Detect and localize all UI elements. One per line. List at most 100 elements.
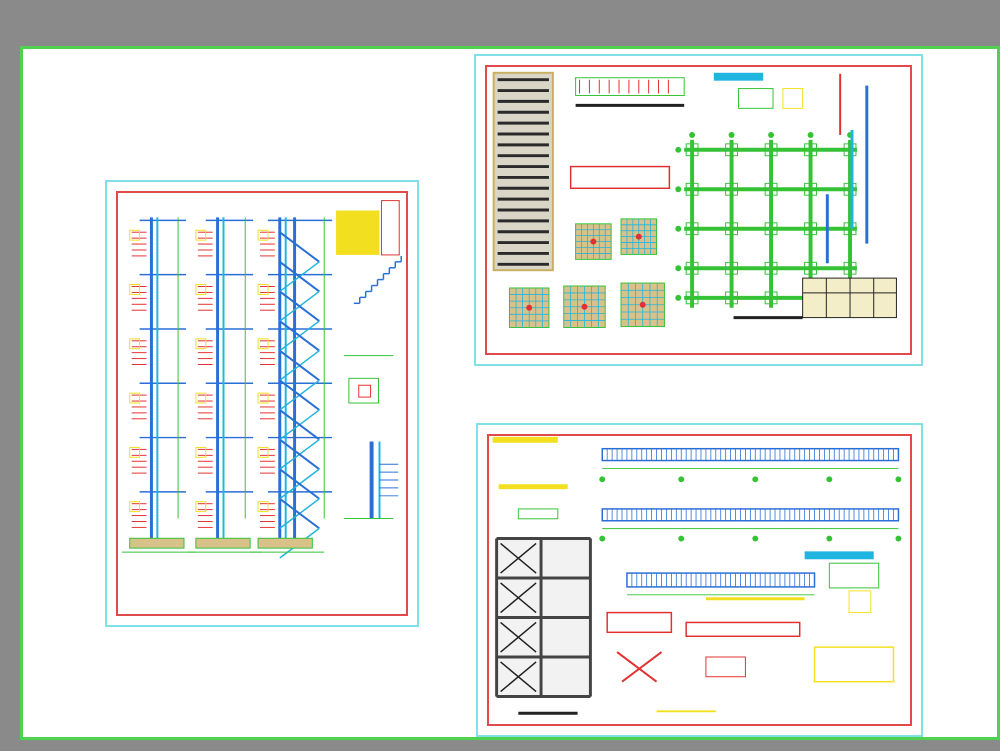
column-mark — [526, 304, 533, 311]
column-footing — [843, 143, 857, 157]
label-bar — [492, 436, 558, 443]
rebar-bend — [616, 651, 658, 683]
column-footing — [764, 261, 778, 275]
axis-bubble — [895, 535, 902, 542]
stair-rebar — [279, 261, 320, 293]
label-bar — [804, 551, 874, 560]
column-footing — [764, 291, 778, 305]
sheet-2-frame — [485, 65, 912, 355]
axis-bubble — [678, 476, 685, 483]
sheet-1-drawing — [121, 200, 402, 559]
column-footing — [804, 182, 817, 196]
drawing-sheet-1[interactable] — [105, 180, 419, 627]
column-section — [129, 446, 141, 458]
column-footing — [764, 143, 778, 157]
stair-rebar — [279, 290, 320, 322]
column-footing — [804, 222, 817, 236]
slab-section — [685, 621, 801, 638]
column-mark — [590, 238, 597, 245]
section-detail — [828, 562, 880, 589]
slab-diagonal — [500, 621, 537, 653]
section-detail — [737, 88, 774, 109]
section-detail — [517, 508, 559, 520]
column-section — [195, 284, 207, 295]
column-section — [257, 284, 269, 295]
drawing-sheet-3[interactable] — [476, 423, 923, 737]
axis-bubble — [768, 132, 775, 138]
column-footing — [804, 143, 817, 157]
drawing-paper — [20, 46, 1000, 740]
grade-beam-detail — [569, 165, 671, 190]
axis-bubble — [675, 265, 682, 272]
slab-diagonal — [500, 582, 537, 614]
column-section — [195, 338, 207, 350]
axis-bubble — [826, 535, 833, 542]
detail-box — [705, 656, 746, 678]
column-mark — [639, 301, 646, 308]
column-footing — [843, 261, 857, 275]
column-footing — [725, 182, 738, 196]
column-section — [257, 229, 269, 241]
axis-bubble — [728, 132, 735, 138]
stair-rebar — [279, 497, 320, 530]
axis-bubble — [678, 535, 685, 542]
column-section — [257, 392, 269, 404]
sheet-3-drawing — [492, 436, 902, 715]
column-section — [129, 501, 141, 513]
footing — [129, 537, 185, 549]
column-section — [257, 338, 269, 350]
stair-rebar — [279, 379, 320, 411]
column-footing — [725, 291, 738, 305]
drawing-sheet-2[interactable] — [474, 54, 923, 366]
stair-rebar — [279, 468, 320, 500]
sheet-2-drawing — [492, 71, 897, 328]
axis-bubble — [826, 476, 833, 483]
stair-rebar — [279, 409, 320, 441]
column-footing — [725, 261, 738, 275]
column-footing — [764, 222, 778, 236]
section-detail — [782, 88, 804, 109]
axis-bubble — [752, 476, 759, 483]
beam-elevation — [575, 77, 685, 96]
column-footing — [685, 261, 699, 275]
column-footing — [685, 222, 699, 236]
column-section — [195, 446, 207, 458]
column-footing — [725, 222, 738, 236]
column-footing — [804, 261, 817, 275]
column-section — [257, 501, 269, 513]
axis-bubble — [675, 186, 682, 193]
foundation-detail — [348, 377, 379, 404]
slab-diagonal — [500, 542, 537, 574]
axis-bubble — [807, 132, 814, 138]
axis-bubble — [752, 535, 759, 542]
column-section — [129, 338, 141, 350]
label-bar — [713, 72, 764, 81]
column-section — [195, 392, 207, 404]
slab-section — [606, 611, 673, 634]
axis-bubble — [599, 535, 606, 542]
stair-rebar — [279, 349, 320, 382]
axis-bubble — [675, 146, 682, 153]
sheet-3-frame — [487, 434, 912, 726]
axis-bubble — [895, 476, 902, 483]
column-section — [195, 229, 207, 241]
column-section — [257, 446, 269, 458]
column-footing — [685, 182, 699, 196]
notes-block — [813, 646, 895, 683]
detail-box — [380, 200, 400, 256]
footing — [195, 537, 251, 549]
column-mark — [581, 303, 588, 310]
foundation-detail — [358, 384, 372, 398]
label-bar — [498, 484, 568, 490]
axis-bubble — [689, 132, 696, 138]
column-footing — [843, 182, 857, 196]
axis-bubble — [599, 476, 606, 483]
column-section — [129, 392, 141, 404]
notes-block — [336, 210, 380, 255]
schedule-table — [492, 71, 554, 272]
stair-rebar — [279, 231, 320, 263]
rebar-bend — [621, 651, 663, 683]
column-footing — [685, 291, 699, 305]
column-footing — [725, 143, 738, 157]
slab-diagonal — [500, 661, 537, 693]
